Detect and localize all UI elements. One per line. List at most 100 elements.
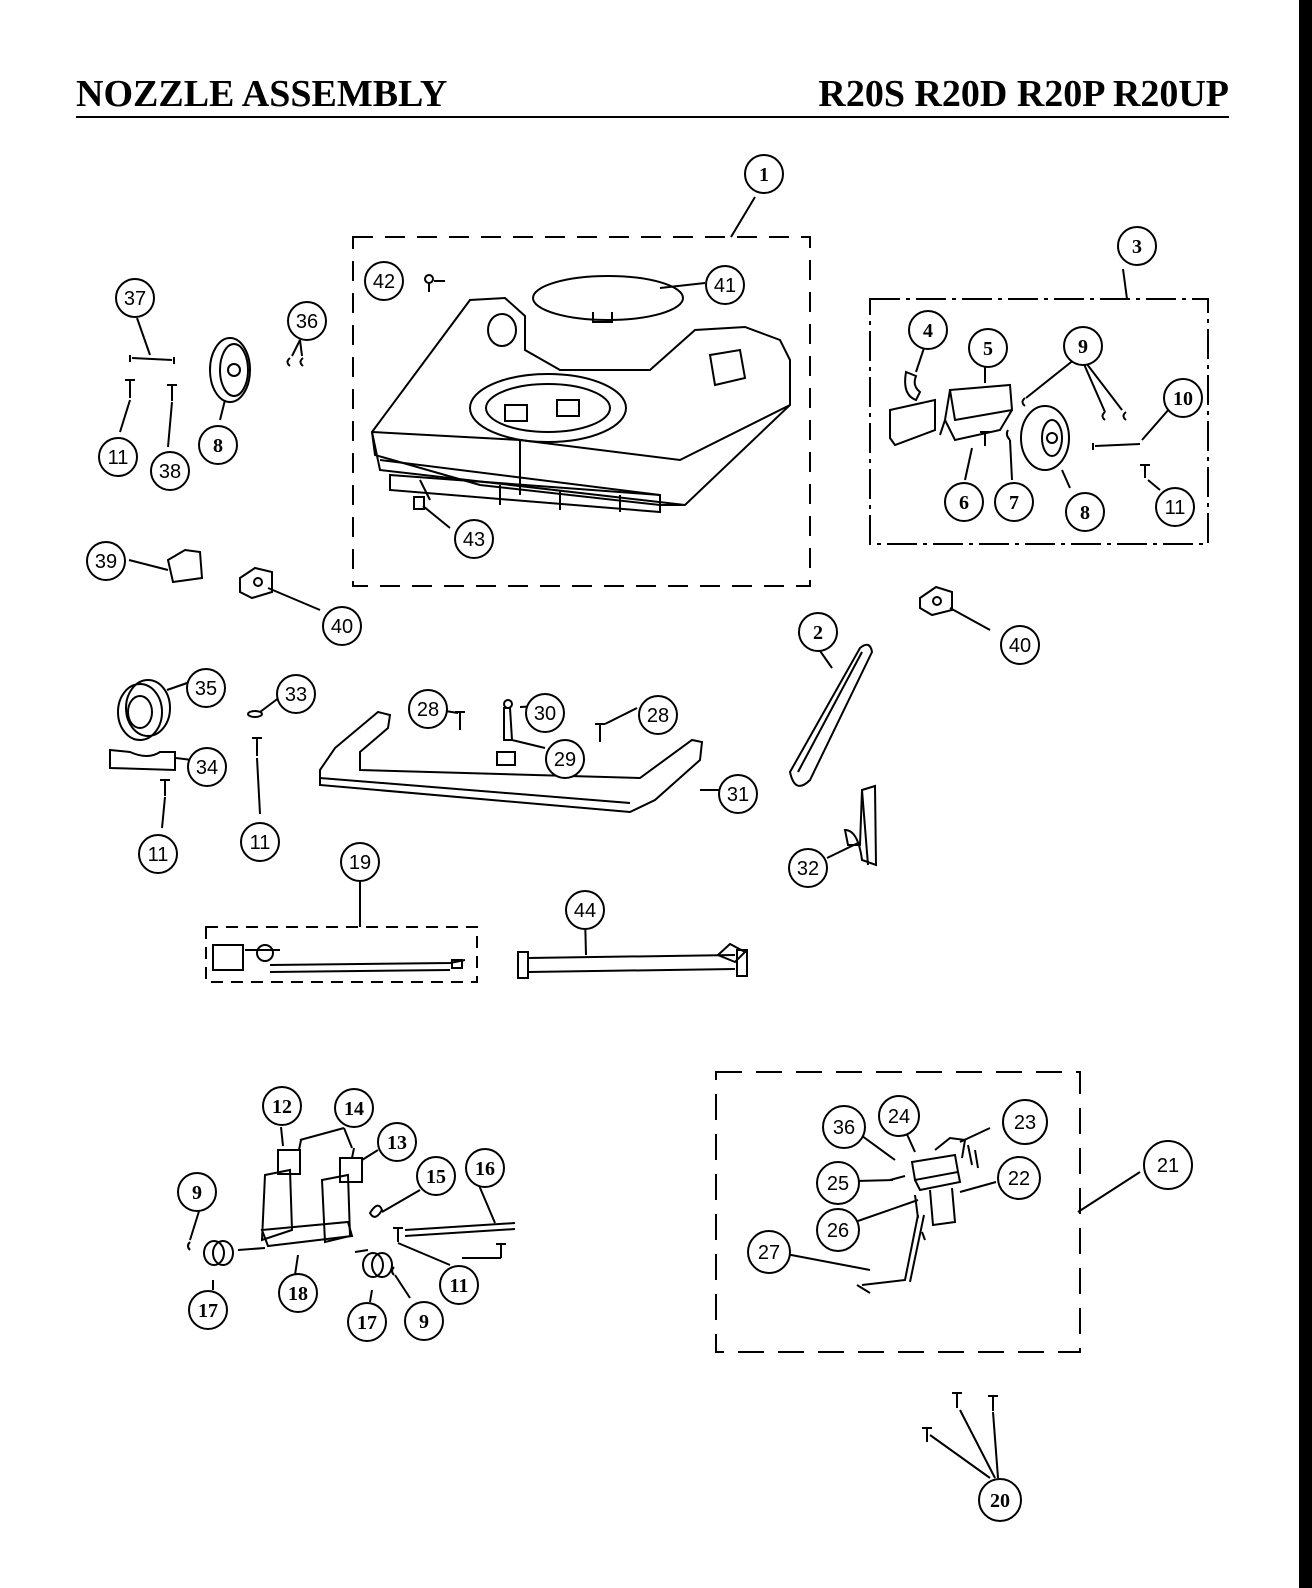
callout-number: 42 <box>373 271 395 293</box>
callout-circle <box>565 890 605 930</box>
callout-c28b: 28 <box>638 695 678 735</box>
callout-circle <box>816 1161 860 1205</box>
callout-circle <box>347 1302 387 1342</box>
callout-number: 28 <box>647 705 669 727</box>
callout-circle <box>816 1208 860 1252</box>
callout-circle <box>1155 487 1195 527</box>
group-box-switch-21 <box>715 1071 1081 1353</box>
callout-number: 8 <box>1080 502 1090 524</box>
callout-number: 9 <box>419 1311 429 1333</box>
callout-number: 7 <box>1009 492 1019 514</box>
callout-number: 32 <box>797 858 819 880</box>
callout-number: 16 <box>475 1158 495 1180</box>
callout-circle <box>177 1172 217 1212</box>
callout-c36a: 36 <box>287 301 327 341</box>
callout-circle <box>638 695 678 735</box>
callout-circle <box>240 822 280 862</box>
callout-c22: 22 <box>997 1156 1041 1200</box>
callout-c37: 37 <box>115 278 155 318</box>
callout-number: 24 <box>888 1106 910 1128</box>
callout-circle <box>340 842 380 882</box>
callout-number: 39 <box>95 551 117 573</box>
callout-number: 22 <box>1008 1168 1030 1190</box>
belt-drawing <box>788 643 878 867</box>
group-box-nozzle-body <box>352 236 811 587</box>
callout-c26: 26 <box>816 1208 860 1252</box>
callout-number: 14 <box>344 1098 364 1120</box>
callout-number: 28 <box>417 699 439 721</box>
callout-number: 11 <box>250 832 271 854</box>
callout-circle <box>788 848 828 888</box>
callout-c43: 43 <box>454 519 494 559</box>
callout-circle <box>416 1156 456 1196</box>
page-edge-bar <box>1299 0 1312 1588</box>
callout-number: 18 <box>288 1283 308 1305</box>
callout-circle <box>1143 1140 1193 1190</box>
callout-c41: 41 <box>705 265 745 305</box>
callout-number: 15 <box>426 1166 446 1188</box>
callout-number: 20 <box>990 1490 1010 1512</box>
callout-c32: 32 <box>788 848 828 888</box>
callout-circle <box>115 278 155 318</box>
callout-number: 17 <box>198 1300 218 1322</box>
base-plate-drawing <box>319 699 704 814</box>
callout-circle <box>1063 326 1103 366</box>
callout-c14: 14 <box>334 1088 374 1128</box>
callout-number: 30 <box>534 703 556 725</box>
callout-circle <box>404 1301 444 1341</box>
callout-circle <box>187 747 227 787</box>
callout-c9c: 9 <box>404 1301 444 1341</box>
callout-c11a: 11 <box>98 437 138 477</box>
plug-parts-drawing <box>109 679 263 796</box>
callout-number: 6 <box>959 492 969 514</box>
callout-c21: 21 <box>1143 1140 1193 1190</box>
callout-number: 29 <box>554 749 576 771</box>
callout-c23: 23 <box>1002 1099 1048 1145</box>
callout-c11c: 11 <box>240 822 280 862</box>
callout-number: 40 <box>331 616 353 638</box>
callout-circle <box>377 1122 417 1162</box>
callout-circle <box>98 437 138 477</box>
callout-number: 5 <box>983 338 993 360</box>
callout-c13: 13 <box>377 1122 417 1162</box>
callout-circle <box>994 482 1034 522</box>
callout-c17a: 17 <box>188 1290 228 1330</box>
page-title: NOZZLE ASSEMBLY <box>76 73 448 115</box>
callout-c11d: 11 <box>1155 487 1195 527</box>
callout-circle <box>878 1095 920 1137</box>
page-header: NOZZLE ASSEMBLY R20S R20D R20P R20UP <box>76 68 1229 118</box>
callout-c3: 3 <box>1117 226 1157 266</box>
callout-number: 25 <box>827 1173 849 1195</box>
callout-number: 13 <box>387 1132 407 1154</box>
callout-c31: 31 <box>718 774 758 814</box>
callout-c38: 38 <box>150 451 190 491</box>
callout-number: 11 <box>108 447 129 469</box>
callout-c44: 44 <box>565 890 605 930</box>
callout-c40b: 40 <box>1000 625 1040 665</box>
callout-number: 2 <box>813 622 823 644</box>
callout-c10: 10 <box>1163 378 1203 418</box>
callout-circle <box>86 541 126 581</box>
callout-circle <box>454 519 494 559</box>
callout-c35: 35 <box>186 668 226 708</box>
callout-circle <box>322 606 362 646</box>
callout-number: 33 <box>285 684 307 706</box>
model-numbers: R20S R20D R20P R20UP <box>818 73 1229 115</box>
callout-number: 8 <box>213 435 223 457</box>
callout-circle <box>705 265 745 305</box>
callout-circle <box>198 425 238 465</box>
callout-circle <box>525 693 565 733</box>
switch-assembly-drawing <box>856 1136 979 1294</box>
callout-number: 19 <box>349 852 371 874</box>
callout-number: 1 <box>759 164 769 186</box>
callout-number: 36 <box>833 1117 855 1139</box>
callout-c2: 2 <box>798 612 838 652</box>
callout-number: 31 <box>727 784 749 806</box>
callout-number: 38 <box>159 461 181 483</box>
callout-circle <box>944 482 984 522</box>
callout-circle <box>1163 378 1203 418</box>
callout-number: 9 <box>192 1182 202 1204</box>
callout-circle <box>276 674 316 714</box>
callout-circle <box>188 1290 228 1330</box>
